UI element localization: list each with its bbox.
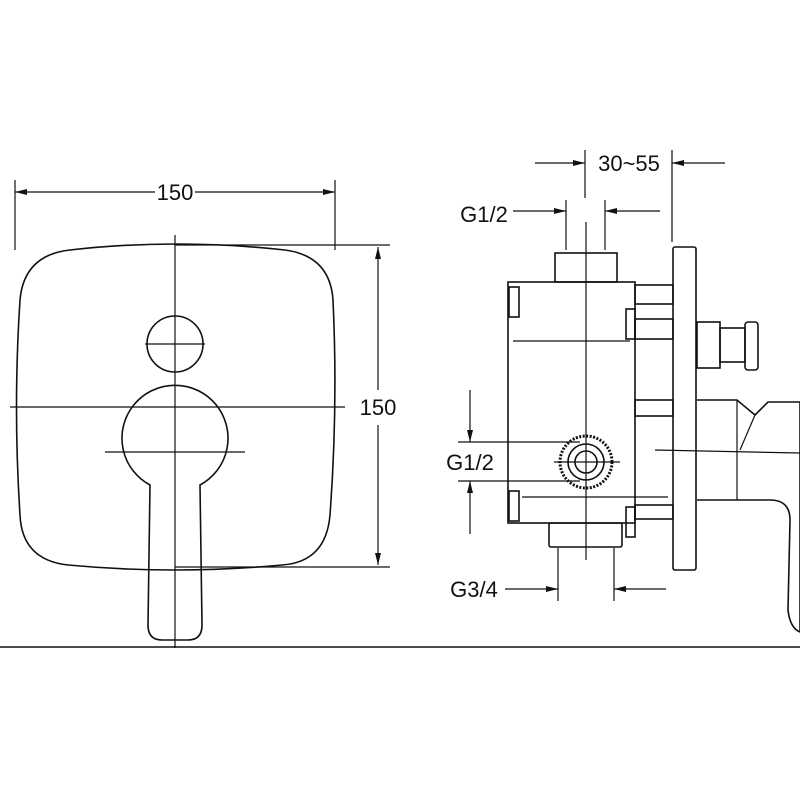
cover-plate-side [672,246,697,571]
knob-base [696,321,721,369]
lever-handle [121,384,229,641]
valve-body [507,281,636,524]
height-dimension-label: 150 [360,395,397,420]
sleeve [634,504,674,520]
lever-center-line [654,449,800,454]
sleeve [634,318,674,340]
clip [625,308,636,340]
clip [508,490,520,522]
lever-side [697,399,800,633]
bottom-outlet-label: G3/4 [450,577,498,602]
cover-plate-outline [15,243,336,571]
sleeve [634,399,674,417]
depth-dimension-label: 30~55 [598,151,660,176]
sleeve [634,284,674,305]
side-view: 30~55 G1/2 G1/2 G3/4 [446,150,800,633]
top-outlet-label: G1/2 [460,202,508,227]
width-dimension-label: 150 [157,180,194,205]
front-view: 150 150 [10,180,396,648]
lever-line [739,414,756,451]
side-inlet-label: G1/2 [446,450,494,475]
knob-cap [744,321,759,371]
knob-stem [719,327,746,363]
clip [625,506,636,538]
clip [508,286,520,318]
